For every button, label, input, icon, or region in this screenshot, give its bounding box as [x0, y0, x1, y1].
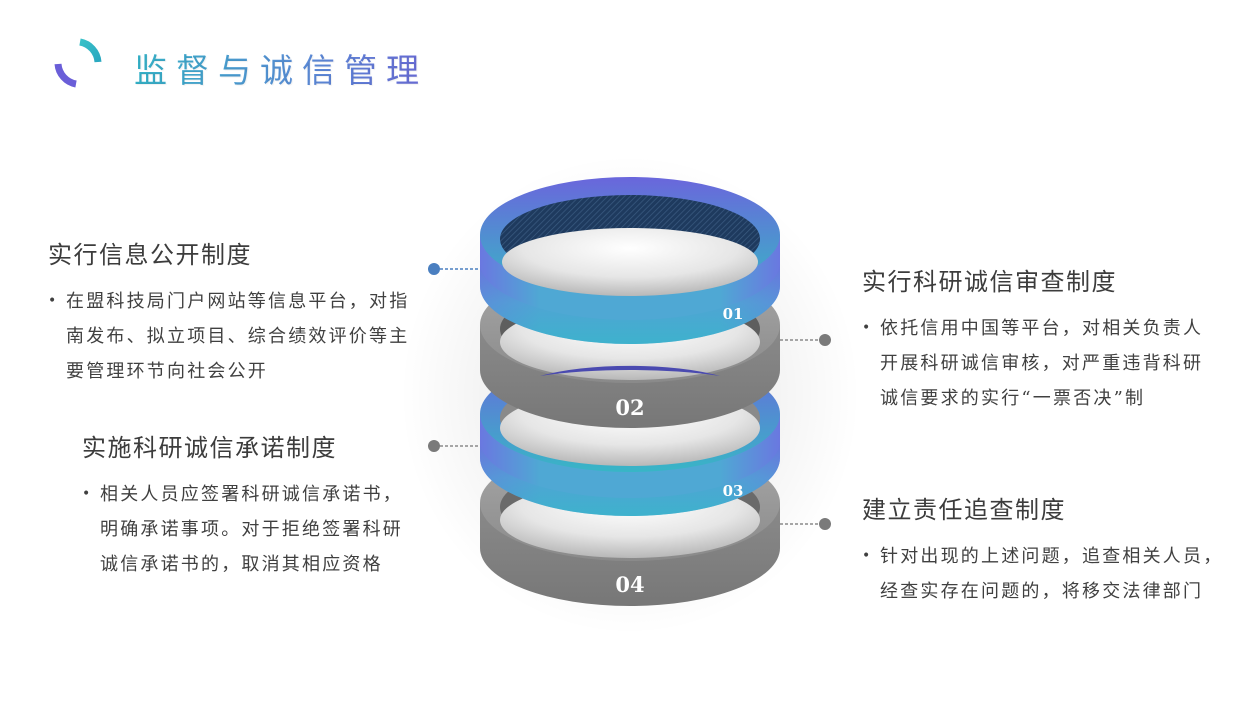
- section-accountability: 建立责任追查制度 • 针对出现的上述问题，追查相关人员， 经查实存在问题的，将移…: [862, 490, 1232, 609]
- connector-02: [780, 334, 831, 346]
- bullet-line: 诚信承诺书的，取消其相应资格: [100, 554, 383, 575]
- bullet-line: 相关人员应签署科研诚信承诺书，: [100, 484, 403, 505]
- ring-label-02: 02: [615, 395, 644, 420]
- bullet-line: 针对出现的上述问题，追查相关人员，: [880, 546, 1224, 567]
- bullet-icon: •: [82, 486, 93, 502]
- bullet-icon: •: [862, 548, 873, 564]
- page-title: 监督与诚信管理: [134, 44, 428, 92]
- connector-04: [780, 518, 831, 530]
- bullet-line: 南发布、拟立项目、综合绩效评价等主: [66, 326, 410, 347]
- connector-03: [428, 440, 480, 452]
- bullet-item: • 针对出现的上述问题，追查相关人员， 经查实存在问题的，将移交法律部门: [862, 539, 1232, 609]
- bullet-line: 在盟科技局门户网站等信息平台，对指: [66, 291, 410, 312]
- bullet-list: • 依托信用中国等平台，对相关负责人 开展科研诚信审核，对严重违背科研 诚信要求…: [862, 311, 1232, 416]
- section-heading: 建立责任追查制度: [862, 496, 1066, 524]
- section-integrity-commitment: 实施科研诚信承诺制度 • 相关人员应签署科研诚信承诺书， 明确承诺事项。对于拒绝…: [82, 428, 422, 582]
- connector-01: [428, 263, 480, 275]
- bullet-line: 明确承诺事项。对于拒绝签署科研: [100, 519, 403, 540]
- bullet-item: • 依托信用中国等平台，对相关负责人 开展科研诚信审核，对严重违背科研 诚信要求…: [862, 311, 1232, 416]
- bullet-list: • 相关人员应签署科研诚信承诺书， 明确承诺事项。对于拒绝签署科研 诚信承诺书的…: [82, 477, 422, 582]
- bullet-line: 依托信用中国等平台，对相关负责人: [880, 318, 1204, 339]
- bullet-list: • 在盟科技局门户网站等信息平台，对指 南发布、拟立项目、综合绩效评价等主 要管…: [48, 284, 438, 389]
- bullet-line: 要管理环节向社会公开: [66, 361, 268, 382]
- ring-01: 01: [480, 177, 780, 344]
- bullet-line: 经查实存在问题的，将移交法律部门: [880, 581, 1204, 602]
- bullet-line: 诚信要求的实行“一票否决”制: [880, 388, 1146, 409]
- section-heading: 实行信息公开制度: [48, 241, 252, 269]
- section-heading: 实行科研诚信审查制度: [862, 268, 1117, 296]
- bullet-line: 开展科研诚信审核，对严重违背科研: [880, 353, 1204, 374]
- bullet-icon: •: [862, 320, 873, 336]
- section-info-disclosure: 实行信息公开制度 • 在盟科技局门户网站等信息平台，对指 南发布、拟立项目、综合…: [48, 235, 438, 389]
- bullet-icon: •: [48, 293, 59, 309]
- section-heading: 实施科研诚信承诺制度: [82, 434, 337, 462]
- bullet-item: • 相关人员应签署科研诚信承诺书， 明确承诺事项。对于拒绝签署科研 诚信承诺书的…: [82, 477, 422, 582]
- ring-label-04: 04: [615, 572, 644, 597]
- bullet-item: • 在盟科技局门户网站等信息平台，对指 南发布、拟立项目、综合绩效评价等主 要管…: [48, 284, 438, 389]
- ring-label-03: 03: [723, 482, 744, 500]
- circular-arc-icon: [54, 38, 102, 88]
- section-integrity-review: 实行科研诚信审查制度 • 依托信用中国等平台，对相关负责人 开展科研诚信审核，对…: [862, 262, 1232, 416]
- ring-label-01: 01: [723, 305, 744, 323]
- bullet-list: • 针对出现的上述问题，追查相关人员， 经查实存在问题的，将移交法律部门: [862, 539, 1232, 609]
